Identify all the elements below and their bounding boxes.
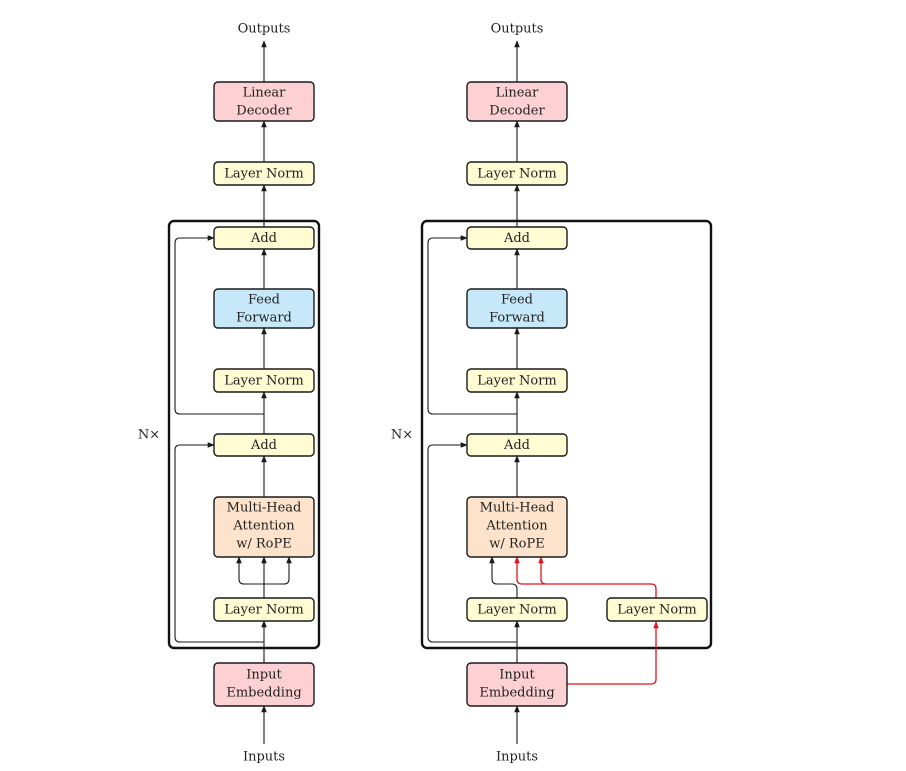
left-final-layer-norm: Layer Norm [213,161,315,186]
left-connectors [174,40,292,744]
right-edge-residual-2 [427,235,517,415]
left-add-1-label: Add [250,438,277,453]
right-input-embedding: Input Embedding [466,662,568,707]
left-feed-forward-label-2: Forward [236,311,292,326]
right-add-1-label: Add [503,438,530,453]
left-add-2: Add [213,226,315,250]
right-layer-norm-2: Layer Norm [466,368,568,393]
left-attention-label-3: w/ RoPE [236,537,292,552]
right-input-embedding-label-2: Embedding [479,686,554,701]
right-edge-norm-to-attention-q [489,556,518,598]
left-multi-head-attention: Multi-Head Attention w/ RoPE [213,496,315,558]
right-input-embedding-label-1: Input [499,668,535,683]
left-inputs-label: Inputs [243,750,285,765]
right-multi-head-attention: Multi-Head Attention w/ RoPE [466,496,568,558]
left-outputs-label: Outputs [238,22,291,37]
left-input-embedding-label-2: Embedding [226,686,301,701]
right-repeat-label: N× [391,428,413,443]
left-input-embedding: Input Embedding [213,662,315,707]
right-attention-label-2: Attention [485,519,548,534]
left-feed-forward-label-1: Feed [248,293,280,308]
right-attention-label-3: w/ RoPE [489,537,545,552]
left-feed-forward: Feed Forward [213,288,315,329]
right-connectors [427,40,659,744]
left-layer-norm-2-label: Layer Norm [224,374,304,389]
left-layer-norm-1-label: Layer Norm [224,603,304,618]
right-layer-norm-1: Layer Norm [466,597,568,622]
right-add-2-label: Add [503,231,530,246]
left-linear-decoder-label-2: Decoder [236,104,292,119]
right-linear-decoder-label-2: Decoder [489,104,545,119]
right-add-1: Add [466,433,568,457]
right-final-layer-norm: Layer Norm [466,161,568,186]
right-side-layer-norm: Layer Norm [606,597,708,622]
right-final-layer-norm-label: Layer Norm [477,167,557,182]
left-repeat-label: N× [138,428,160,443]
right-attention-label-1: Multi-Head [480,501,555,516]
left-layer-norm-1: Layer Norm [213,597,315,622]
left-edge-residual-2 [174,235,264,415]
left-add-2-label: Add [250,231,277,246]
right-linear-decoder-label-1: Linear [496,86,540,101]
right-layer-norm-1-label: Layer Norm [477,603,557,618]
right-linear-decoder: Linear Decoder [466,81,568,122]
left-diagram: Linear Decoder Layer Norm Add Feed Forwa… [138,22,321,765]
left-edge-residual-1 [174,442,264,643]
left-input-embedding-label-1: Input [246,668,282,683]
left-attention-label-1: Multi-Head [227,501,302,516]
right-repeat-block-frame [420,219,713,650]
right-edge-side-norm-to-attention-k [514,556,657,598]
right-edge-side-norm-to-attention-v [538,556,547,585]
left-linear-decoder-label-1: Linear [243,86,287,101]
left-edge-norm-to-attention-k [264,556,292,585]
right-inputs-label: Inputs [496,750,538,765]
left-layer-norm-2: Layer Norm [213,368,315,393]
right-feed-forward-label-1: Feed [501,293,533,308]
right-edge-embedding-to-side-norm [566,621,659,685]
left-attention-label-2: Attention [232,519,295,534]
right-layer-norm-2-label: Layer Norm [477,374,557,389]
left-edge-norm-to-attention-q [236,556,264,585]
left-linear-decoder: Linear Decoder [213,81,315,122]
right-outputs-label: Outputs [491,22,544,37]
right-add-2: Add [466,226,568,250]
left-add-1: Add [213,433,315,457]
right-side-layer-norm-label: Layer Norm [617,603,697,618]
left-final-layer-norm-label: Layer Norm [224,167,304,182]
right-diagram: Linear Decoder Layer Norm Add Feed Forwa… [391,22,713,765]
left-repeat-block-frame [167,219,321,650]
right-edge-residual-1 [427,442,517,643]
right-feed-forward: Feed Forward [466,288,568,329]
right-feed-forward-label-2: Forward [489,311,545,326]
